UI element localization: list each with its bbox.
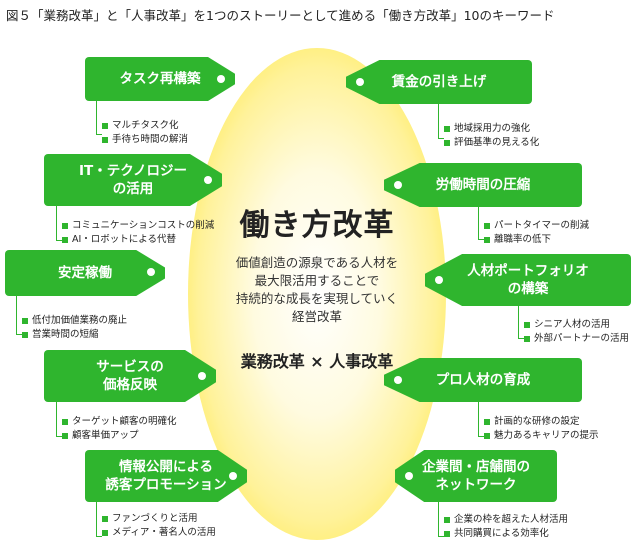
list-item: 魅力あるキャリアの提示 — [484, 429, 599, 443]
center-block: 働き方改革 価値創造の源泉である人材を 最大限活用することで 持続的な成長を実現… — [208, 200, 426, 372]
tag-hole — [147, 268, 155, 276]
list-item: メディア・著名人の活用 — [102, 526, 216, 540]
center-subtitle: 業務改革 × 人事改革 — [240, 352, 394, 371]
list-item: 共同購買による効率化 — [444, 527, 568, 541]
item-bracket — [478, 402, 484, 437]
list-item: 低付加価値業務の廃止 — [22, 314, 127, 328]
tag-label: 労働時間の圧縮 — [435, 177, 531, 193]
tag-label: 安定稼働 — [58, 265, 112, 281]
tag-label-line: 情報公開による — [118, 459, 214, 475]
center-circle — [188, 48, 446, 540]
tag-label-line: 人材ポートフォリオ — [467, 263, 589, 279]
list-item: AI・ロボットによる代替 — [62, 233, 214, 247]
keyword-items: シニア人材の活用 外部パートナーの活用 — [524, 318, 629, 346]
list-item: 離職率の低下 — [484, 233, 589, 247]
tag-hole — [217, 75, 225, 83]
list-item: ターゲット顧客の明確化 — [62, 415, 177, 429]
tag-label: 情報公開による 誘客プロモーション — [105, 458, 226, 494]
list-item: シニア人材の活用 — [524, 318, 629, 332]
list-item: 地域採用力の強化 — [444, 122, 539, 136]
tag-hole — [229, 472, 237, 480]
keyword-tag-hours: 労働時間の圧縮 — [384, 163, 582, 207]
tag-label-line: 企業間・店舗間の — [422, 459, 530, 475]
list-item: 外部パートナーの活用 — [524, 332, 629, 346]
tag-hole — [204, 176, 212, 184]
tag-label-line: サービスの — [96, 359, 164, 375]
keyword-items: 企業の枠を超えた人材活用 共同購買による効率化 — [444, 513, 568, 541]
keyword-tag-stable: 安定稼働 — [5, 250, 165, 296]
tag-hole — [435, 276, 443, 284]
tag-label: 企業間・店舗間の ネットワーク — [422, 458, 530, 494]
keyword-items: 地域採用力の強化 評価基準の見える化 — [444, 122, 539, 150]
tag-label: 賃金の引き上げ — [391, 74, 487, 90]
center-heading: 働き方改革 — [239, 208, 395, 243]
figure-title: 図５「業務改革」と「人事改革」を1つのストーリーとして進める「働き方改革」10の… — [6, 8, 555, 23]
tag-hole — [198, 372, 206, 380]
tag-hole — [405, 472, 413, 480]
list-item: 手待ち時間の解消 — [102, 133, 188, 147]
center-description-line: 経営改革 — [291, 309, 342, 324]
tag-hole — [356, 78, 364, 86]
tag-label-line: 価格反映 — [103, 377, 157, 393]
keyword-tag-wage: 賃金の引き上げ — [346, 60, 532, 104]
keyword-tag-pro: プロ人材の育成 — [384, 358, 582, 402]
item-bracket — [96, 101, 102, 135]
list-item: 営業時間の短縮 — [22, 328, 127, 342]
keyword-items: マルチタスク化 手待ち時間の解消 — [102, 119, 188, 147]
keyword-tag-service: サービスの 価格反映 — [44, 350, 216, 402]
item-bracket — [96, 502, 102, 537]
keyword-items: 計画的な研修の設定 魅力あるキャリアの提示 — [484, 415, 599, 443]
tag-label: 人材ポートフォリオ の構築 — [467, 262, 589, 298]
list-item: マルチタスク化 — [102, 119, 188, 133]
tag-hole — [394, 181, 402, 189]
keyword-items: ファンづくりと活用 メディア・著名人の活用 — [102, 512, 216, 540]
tag-label-line: の構築 — [507, 281, 549, 297]
item-bracket — [56, 402, 62, 437]
tag-label: IT・テクノロジー の活用 — [79, 162, 187, 198]
item-bracket — [16, 296, 22, 335]
keyword-items: パートタイマーの削減 離職率の低下 — [484, 219, 589, 247]
keyword-tag-it: IT・テクノロジー の活用 — [44, 154, 222, 206]
tag-label-line: IT・テクノロジー — [79, 163, 187, 179]
center-description-line: 最大限活用することで — [254, 273, 380, 288]
tag-label: サービスの 価格反映 — [96, 358, 164, 394]
center-description-line: 価値創造の源泉である人材を — [235, 255, 399, 270]
tag-label: タスク再構築 — [119, 71, 201, 87]
item-bracket — [518, 306, 524, 339]
keyword-tag-portfolio: 人材ポートフォリオ の構築 — [425, 254, 631, 306]
item-bracket — [478, 207, 484, 240]
item-bracket — [438, 104, 444, 139]
list-item: 企業の枠を超えた人材活用 — [444, 513, 568, 527]
keyword-tag-promotion: 情報公開による 誘客プロモーション — [85, 450, 247, 502]
item-bracket — [438, 502, 444, 537]
list-item: パートタイマーの削減 — [484, 219, 589, 233]
list-item: 顧客単価アップ — [62, 429, 177, 443]
keyword-items: ターゲット顧客の明確化 顧客単価アップ — [62, 415, 177, 443]
list-item: ファンづくりと活用 — [102, 512, 216, 526]
list-item: コミュニケーションコストの削減 — [62, 219, 214, 233]
keyword-tag-network: 企業間・店舗間の ネットワーク — [395, 450, 557, 502]
tag-hole — [394, 376, 402, 384]
list-item: 評価基準の見える化 — [444, 136, 539, 150]
keyword-tag-task: タスク再構築 — [85, 57, 235, 101]
center-description: 価値創造の源泉である人材を 最大限活用することで 持続的な成長を実現していく 経… — [208, 254, 426, 326]
center-description-line: 持続的な成長を実現していく — [235, 291, 399, 306]
tag-label: プロ人材の育成 — [435, 372, 531, 388]
keyword-items: コミュニケーションコストの削減 AI・ロボットによる代替 — [62, 219, 214, 247]
tag-label-line: の活用 — [112, 181, 154, 197]
list-item: 計画的な研修の設定 — [484, 415, 599, 429]
item-bracket — [56, 206, 62, 241]
tag-label-line: 誘客プロモーション — [105, 477, 227, 493]
tag-label-line: ネットワーク — [435, 477, 517, 493]
keyword-items: 低付加価値業務の廃止 営業時間の短縮 — [22, 314, 127, 342]
